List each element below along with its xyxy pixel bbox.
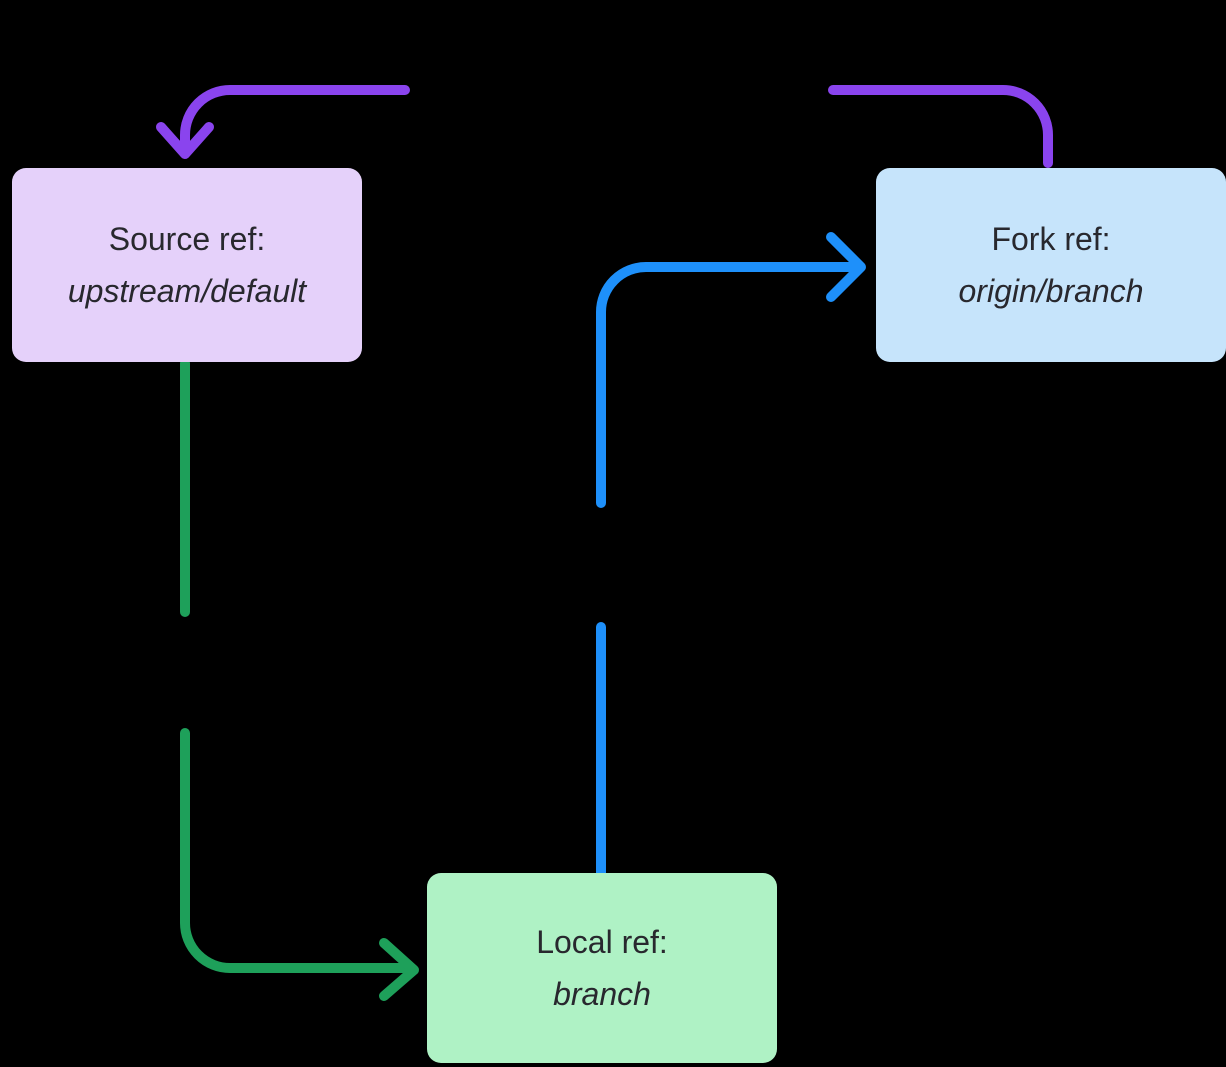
- green-arrow-lower-segment: [180, 728, 408, 973]
- source-node-title: Source ref:: [108, 220, 266, 257]
- blue-arrow-upper-segment: [596, 262, 857, 508]
- green-arrow-source-to-local: [180, 358, 419, 1001]
- fork-node-title: Fork ref:: [991, 220, 1111, 257]
- source-node-ref: upstream/default: [67, 272, 307, 309]
- local-node-title: Local ref:: [536, 923, 668, 960]
- arrowhead-right-icon: [826, 232, 866, 302]
- arrowhead-down-icon: [156, 122, 214, 159]
- blue-arrow-local-to-fork: [596, 232, 866, 878]
- fork-ref-node: Fork ref: origin/branch: [876, 168, 1226, 362]
- purple-arrow-left-segment: [180, 85, 410, 157]
- purple-arrow-right-segment: [828, 85, 1053, 168]
- arrowhead-right-icon: [379, 938, 419, 1001]
- fork-node-ref: origin/branch: [958, 272, 1144, 309]
- source-ref-node: Source ref: upstream/default: [12, 168, 362, 362]
- purple-arrow-fork-to-source: [156, 85, 1053, 168]
- local-node-ref: branch: [553, 975, 651, 1012]
- local-ref-node: Local ref: branch: [427, 873, 777, 1063]
